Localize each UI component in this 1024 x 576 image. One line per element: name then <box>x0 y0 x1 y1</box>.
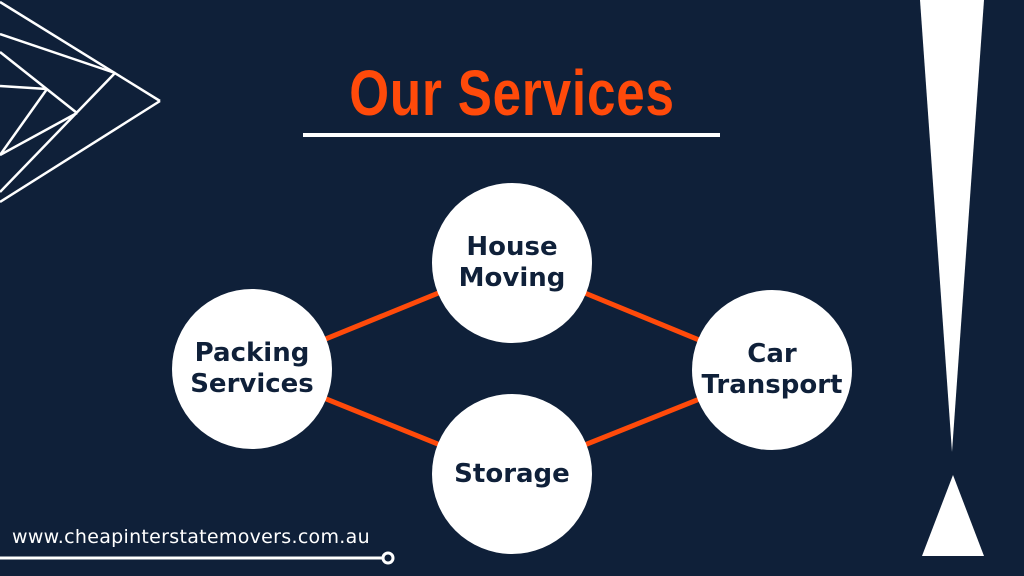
service-label: Car Transport <box>701 339 843 400</box>
service-label: House Moving <box>458 232 566 293</box>
service-label: Storage <box>454 458 570 489</box>
service-label: Packing Services <box>190 338 314 399</box>
small-triangle-decoration <box>922 475 984 556</box>
service-car-transport: Car Transport <box>692 290 852 450</box>
website-link[interactable]: www.cheapinterstatemovers.com.au <box>12 526 370 548</box>
geometric-lines-decoration <box>0 0 161 204</box>
page-title: Our Services <box>349 57 675 129</box>
service-house-moving: House Moving <box>432 183 592 343</box>
service-packing: Packing Services <box>172 289 332 449</box>
service-storage: Storage <box>432 394 592 554</box>
title-underline <box>303 133 720 137</box>
footer-line-endpoint <box>381 551 395 565</box>
tall-triangle-decoration <box>920 0 984 452</box>
